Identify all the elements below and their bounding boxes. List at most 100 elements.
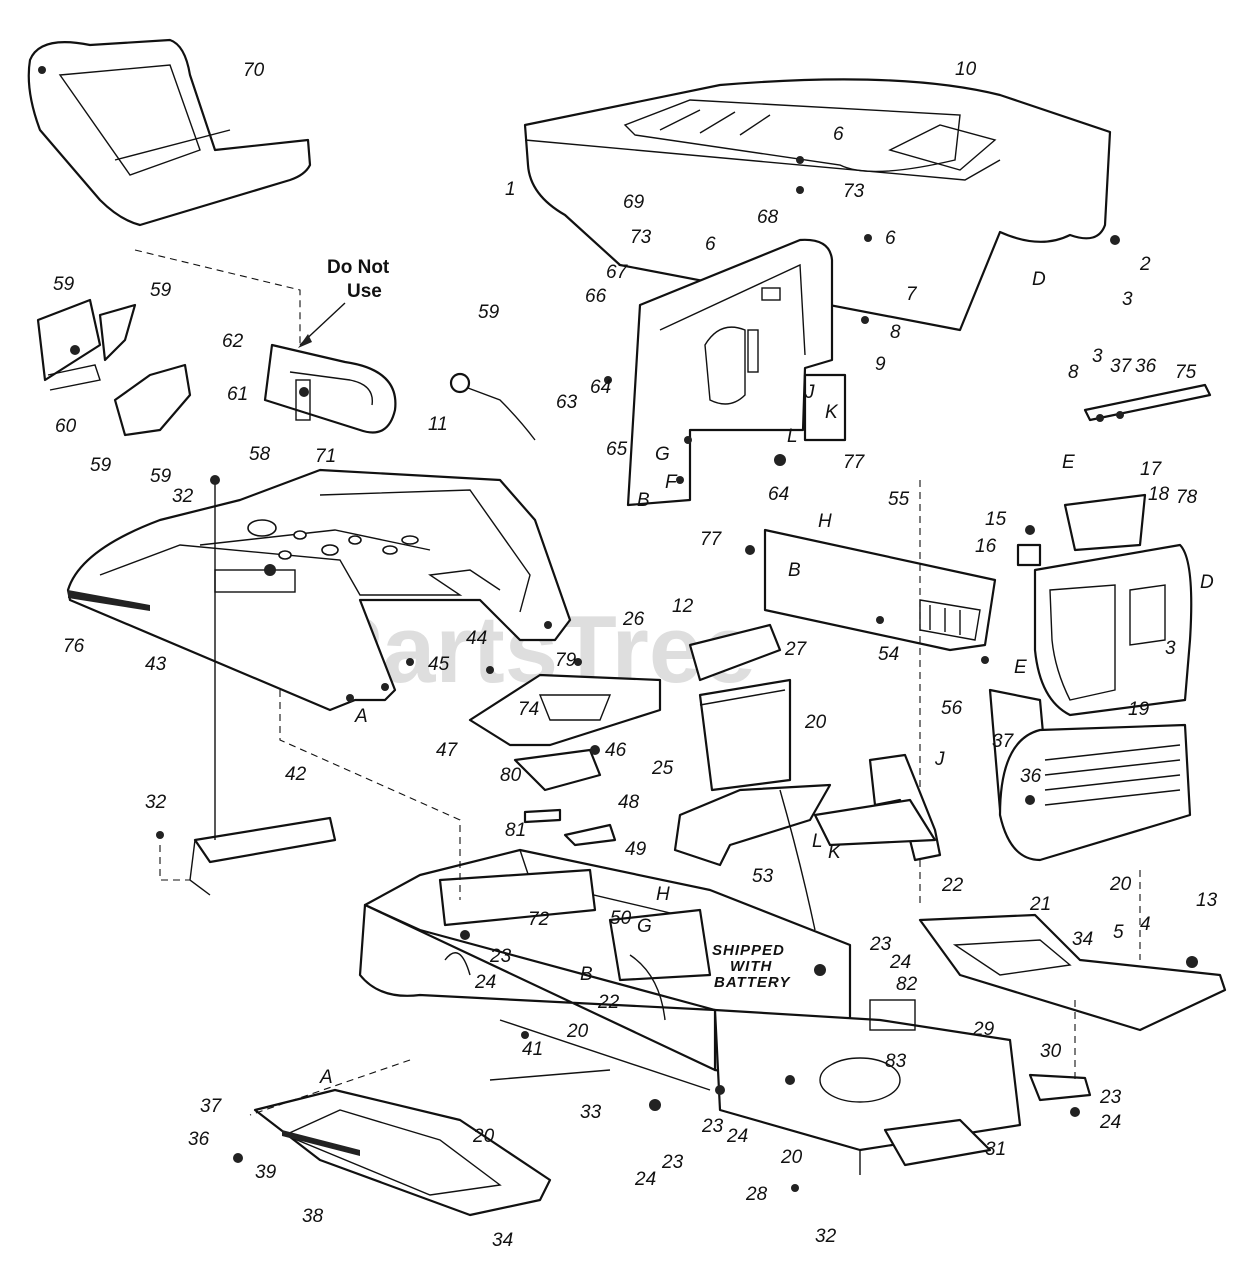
callout-label: 24 [1099,1112,1121,1133]
callout-label: 20 [472,1126,495,1147]
shipped-note-line2: WITH [730,958,772,975]
callout-label: B [580,964,593,985]
callout-label: 23 [489,946,512,967]
callout-label: 68 [757,207,779,228]
callout-label: A [319,1067,333,1088]
callout-label: 63 [556,392,578,413]
callout-label: 17 [1140,459,1163,480]
callout-label: B [637,490,650,511]
callout-label: 30 [1040,1041,1062,1062]
callout-label: 32 [172,486,194,507]
callout-label: 58 [249,444,271,465]
callout-label: 4 [1140,914,1151,935]
callout-label: 59 [150,280,172,301]
callout-label: J [934,749,945,770]
callout-label: 22 [941,875,964,896]
callout-label: 75 [1175,362,1197,383]
throttle-cable [449,372,536,441]
callout-label: 45 [428,654,450,675]
callout-label: 72 [528,909,550,930]
callout-label: 59 [478,302,500,323]
callout-label: G [655,444,670,465]
callout-label: 37 [1110,356,1133,377]
callout-label: 22 [597,992,620,1013]
callout-label: 23 [661,1152,684,1173]
callout-label: F [665,472,678,493]
main-frame [358,848,1092,1175]
shipped-note-line3: BATTERY [714,974,791,991]
callout-label: 32 [815,1226,837,1247]
callout-label: 42 [285,764,307,785]
callout-label: 59 [150,466,172,487]
callout-label: 71 [315,446,336,467]
callout-label: 62 [222,331,244,352]
callout-label: 31 [985,1139,1006,1160]
callout-label: 8 [1068,362,1079,383]
dash-tower [626,238,847,507]
callout-label: 29 [972,1019,995,1040]
callout-label: 3 [1092,346,1103,367]
callout-label: 20 [1109,874,1132,895]
battery-assembly [673,623,832,931]
callout-label: 19 [1128,699,1150,720]
callout-label: 3 [1165,638,1176,659]
callout-label: 38 [302,1206,324,1227]
callout-labels: 70 10 1 6 69 73 73 6 68 6 2 D 3 7 8 9 67… [53,59,1218,1251]
callout-label: 80 [500,765,522,786]
callout-label: 2 [1139,254,1151,275]
callout-label: 24 [474,972,496,993]
callout-label: 77 [700,529,723,550]
callout-label: 16 [975,536,997,557]
callout-label: 6 [705,234,716,255]
callout-label: 73 [843,181,865,202]
callout-label: 25 [651,758,674,779]
callout-label: 59 [53,274,75,295]
callout-label: 36 [1135,356,1157,377]
callout-label: 56 [941,698,963,719]
callout-label: 8 [890,322,901,343]
leader-lines [134,249,1141,1116]
callout-label: 20 [780,1147,803,1168]
callout-label: H [818,511,832,532]
callout-label: 49 [625,839,647,860]
callout-label: G [637,916,652,937]
callout-label: 73 [630,227,652,248]
callout-label: 33 [580,1102,602,1123]
callout-label: 9 [875,354,886,375]
shipped-note-line1: SHIPPED [712,942,785,959]
runner-bracket [189,816,337,896]
callout-label: 23 [1099,1087,1122,1108]
callout-label: 48 [618,792,640,813]
callout-label: 67 [606,262,629,283]
callout-label: 18 [1148,484,1170,505]
callout-label: 74 [518,699,539,720]
callout-label: 7 [906,284,918,305]
callout-label: 13 [1196,890,1218,911]
callout-label: 12 [672,596,694,617]
callout-label: 3 [1122,289,1133,310]
seat-bracket [263,343,397,434]
callout-label: K [828,842,842,863]
callout-label: 6 [833,124,844,145]
callout-label: 24 [726,1126,748,1147]
side-brackets [813,383,1212,862]
callout-label: 50 [610,908,632,929]
do-not-use-arrowhead [298,334,312,348]
callout-label: 43 [145,654,167,675]
callout-label: 6 [885,228,896,249]
callout-label: 10 [955,59,977,80]
do-not-use-line1: Do Not [327,257,390,278]
callout-label: 64 [768,484,789,505]
callout-label: 39 [255,1162,277,1183]
callout-label: 44 [466,628,487,649]
seat [27,38,312,227]
callout-label: 20 [566,1021,589,1042]
callout-label: E [1014,657,1027,678]
callout-label: 28 [745,1184,768,1205]
callout-label: 37 [200,1096,223,1117]
callout-label: 47 [436,740,459,761]
callout-label: 27 [784,639,808,660]
callout-label: 15 [985,509,1007,530]
callout-label: 79 [555,650,577,671]
callout-label: L [812,831,823,852]
